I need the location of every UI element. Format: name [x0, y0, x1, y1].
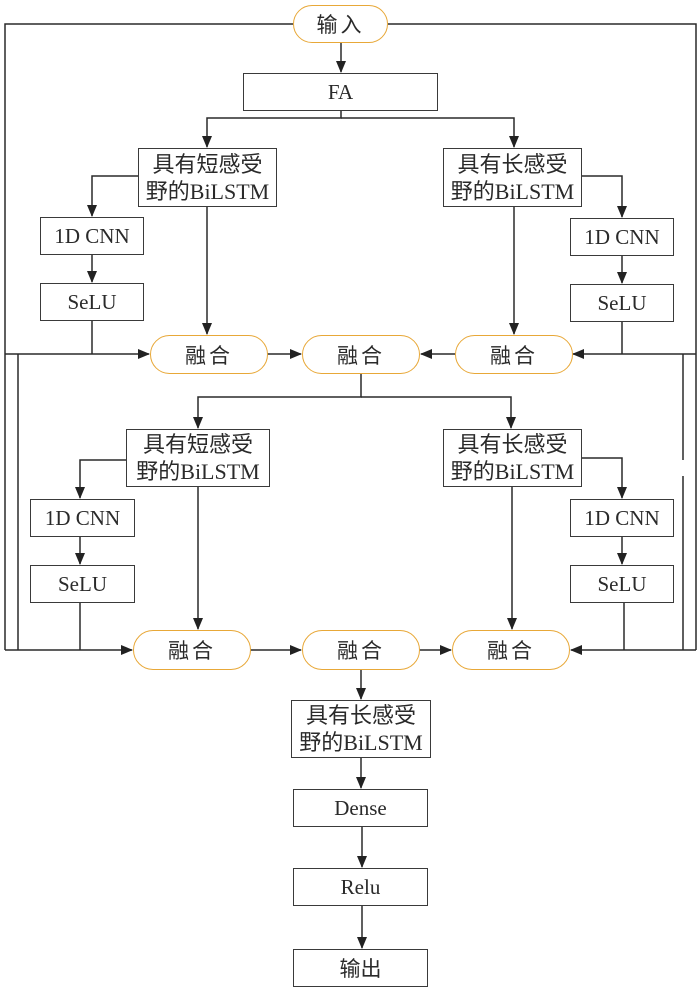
stage1-left-cnn-node: 1D CNN: [40, 217, 144, 255]
stage1-long-bilstm-line2: 野的BiLSTM: [450, 178, 575, 204]
stage1-fusion-right-label: 融合: [490, 343, 538, 368]
stage1-short-bilstm-node: 具有短感受 野的BiLSTM: [138, 148, 277, 207]
stage1-fusion-middle-node: 融合: [302, 335, 420, 374]
stage1-right-cnn-node: 1D CNN: [570, 218, 674, 256]
stage1-right-selu-label: SeLU: [597, 290, 647, 315]
edge-s2-long-cnn: [582, 457, 627, 499]
stage2-right-cnn-label: 1D CNN: [584, 505, 660, 530]
final-bilstm-line2: 野的BiLSTM: [299, 730, 423, 755]
fa-node: FA: [243, 73, 438, 111]
stage2-left-selu-label: SeLU: [58, 571, 107, 596]
relu-label: Relu: [340, 874, 381, 899]
stage2-fusion-left-label: 融合: [168, 639, 216, 663]
stage2-right-cnn-node: 1D CNN: [570, 499, 674, 537]
stage1-fusion-right-node: 融合: [455, 335, 573, 374]
stage1-long-bilstm-line1: 具有长感受: [457, 151, 568, 177]
stage2-short-bilstm-node: 具有短感受 野的BiLSTM: [126, 429, 270, 487]
relu-node: Relu: [293, 868, 428, 906]
stage2-short-bilstm-line1: 具有短感受: [142, 432, 253, 457]
stage2-long-bilstm-line2: 野的BiLSTM: [450, 459, 575, 484]
edge-s1-fm-split-left: [193, 373, 362, 429]
edge-s1-fm-split-right: [361, 396, 516, 429]
output-node: 输出: [293, 949, 428, 987]
stage1-right-cnn-label: 1D CNN: [584, 224, 660, 249]
dense-label: Dense: [334, 795, 387, 820]
stage1-short-bilstm-line2: 野的BiLSTM: [145, 178, 270, 204]
stage1-fusion-left-node: 融合: [150, 335, 268, 374]
stage2-right-selu-label: SeLU: [597, 571, 647, 596]
stage1-left-selu-node: SeLU: [40, 283, 144, 321]
final-bilstm-line1: 具有长感受: [305, 703, 416, 728]
fa-label: FA: [327, 79, 354, 104]
stage2-long-bilstm-line1: 具有长感受: [457, 432, 568, 457]
edge-fa-split-right: [341, 117, 519, 148]
edge-input-skip-right: [388, 23, 697, 650]
stage2-left-cnn-node: 1D CNN: [30, 499, 135, 537]
edge-fa-split: [202, 111, 342, 148]
stage2-fusion-middle-node: 融合: [302, 630, 420, 670]
stage2-left-selu-node: SeLU: [30, 565, 135, 603]
final-bilstm-node: 具有长感受 野的BiLSTM: [291, 700, 431, 758]
stage2-fusion-right-node: 融合: [452, 630, 570, 670]
edge-s1-long-cnn: [582, 175, 627, 218]
input-label: 输入: [316, 13, 365, 37]
stage2-right-selu-node: SeLU: [570, 565, 674, 603]
stage1-left-selu-label: SeLU: [67, 289, 117, 314]
dense-node: Dense: [293, 789, 428, 827]
input-node: 输入: [293, 5, 388, 43]
stage1-fusion-left-label: 融合: [185, 343, 233, 368]
stage2-long-bilstm-node: 具有长感受 野的BiLSTM: [443, 429, 582, 487]
stage1-long-bilstm-node: 具有长感受 野的BiLSTM: [443, 148, 582, 207]
stage1-right-selu-node: SeLU: [570, 284, 674, 322]
stage2-fusion-middle-label: 融合: [337, 639, 385, 663]
stage1-short-bilstm-line1: 具有短感受: [152, 151, 263, 177]
stage1-left-cnn-label: 1D CNN: [54, 223, 130, 248]
stage1-fusion-middle-label: 融合: [337, 343, 385, 368]
stage2-fusion-left-node: 融合: [133, 630, 251, 670]
stage2-fusion-right-label: 融合: [487, 639, 535, 663]
edge-s1-short-cnn: [87, 175, 138, 217]
edge-s2-short-cnn: [75, 459, 126, 499]
edge-input-skip-left: [4, 23, 293, 650]
stage2-short-bilstm-line2: 野的BiLSTM: [136, 459, 260, 484]
output-label: 输出: [339, 957, 382, 981]
stage2-left-cnn-label: 1D CNN: [44, 505, 121, 530]
